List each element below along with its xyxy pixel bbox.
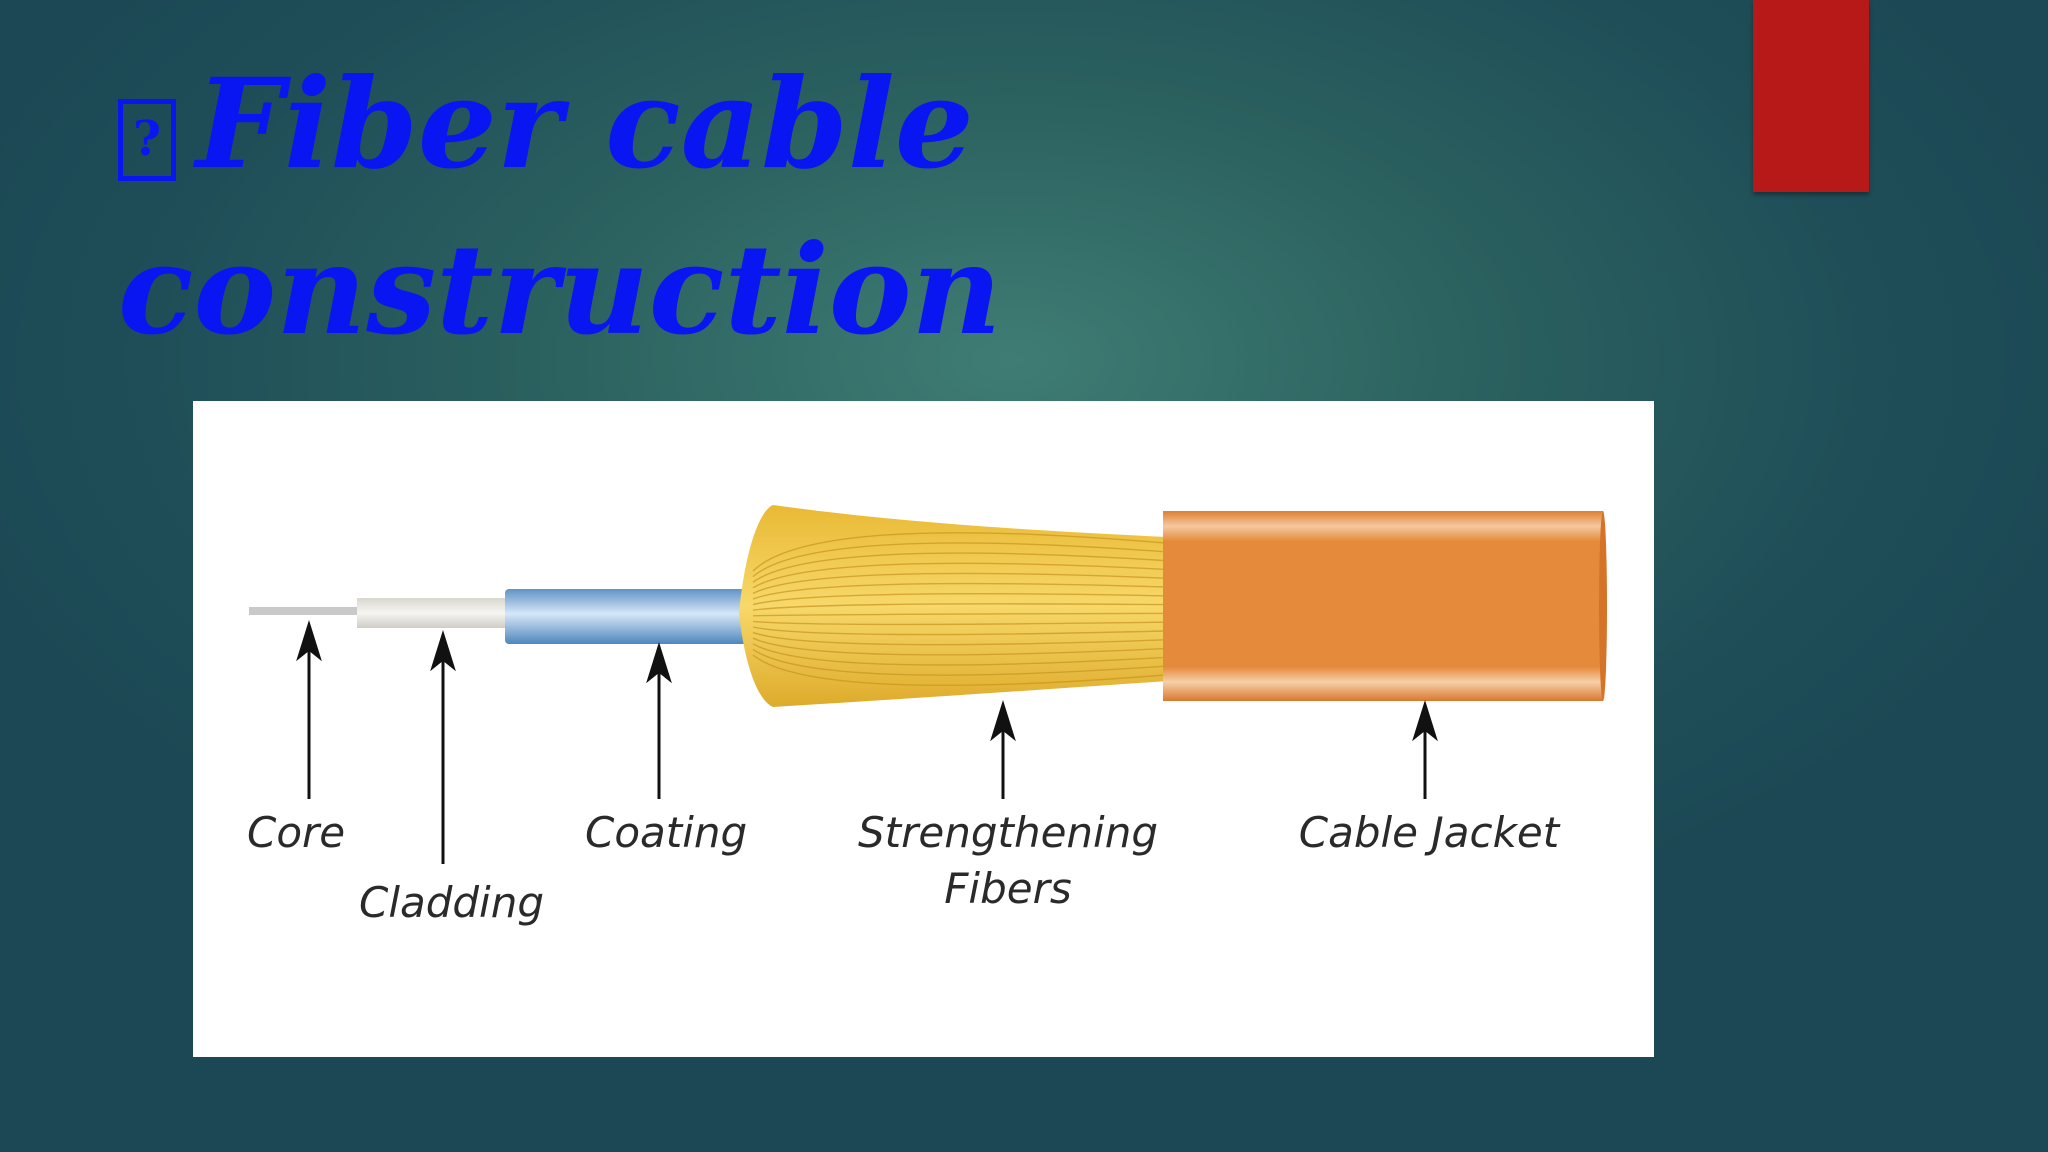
fiber-strand — [752, 593, 1166, 606]
pointer-arrows — [296, 619, 1438, 864]
fiber-strand — [752, 603, 1166, 611]
fiber-strand — [752, 648, 1166, 676]
fiber-strands — [752, 532, 1166, 687]
fiber-strand — [752, 542, 1166, 578]
label-strengthening-line1: Strengthening — [858, 808, 1158, 857]
cladding-layer — [357, 598, 505, 628]
missing-glyph-icon: ? — [118, 99, 176, 181]
cable-jacket — [1163, 511, 1603, 701]
cladding-arrow-head — [430, 629, 456, 672]
fiber-strand — [752, 562, 1166, 589]
fiber-strand — [752, 582, 1166, 600]
fiber-strand — [752, 643, 1166, 666]
fiber-cable-diagram: Core Cladding Coating Strengthening Fibe… — [193, 401, 1654, 1057]
fiber-strand — [752, 620, 1166, 626]
coating-arrow-head — [646, 641, 672, 684]
title-line-2: construction — [118, 218, 1002, 363]
fiber-strand — [752, 626, 1166, 636]
core-fiber — [249, 607, 357, 615]
title-line-1: ?Fiber cable — [118, 42, 1118, 208]
core-arrow-head — [296, 619, 322, 662]
label-core: Core — [247, 808, 345, 857]
fiber-strand — [752, 552, 1166, 583]
fiber-strand — [752, 532, 1166, 572]
jacket-arrow-head — [1412, 699, 1438, 742]
accent-bar — [1753, 0, 1869, 192]
label-cladding: Cladding — [359, 878, 544, 927]
fiber-strand — [752, 654, 1166, 687]
fiber-strand — [752, 572, 1166, 595]
fiber-strand — [752, 612, 1166, 617]
title-text-1: Fiber cable — [196, 52, 974, 197]
diagram-canvas: Core Cladding Coating Strengthening Fibe… — [247, 505, 1607, 927]
slide-title: ?Fiber cable construction — [118, 42, 1118, 374]
label-coating: Coating — [585, 808, 747, 857]
jacket-end — [1599, 511, 1607, 701]
coating-layer — [505, 589, 750, 644]
label-strengthening-line2: Fibers — [944, 864, 1071, 913]
fiber-strand — [752, 631, 1166, 646]
fiber-strand — [752, 637, 1166, 656]
label-cable-jacket: Cable Jacket — [1299, 808, 1561, 857]
strengthening-arrow-head — [990, 699, 1016, 742]
